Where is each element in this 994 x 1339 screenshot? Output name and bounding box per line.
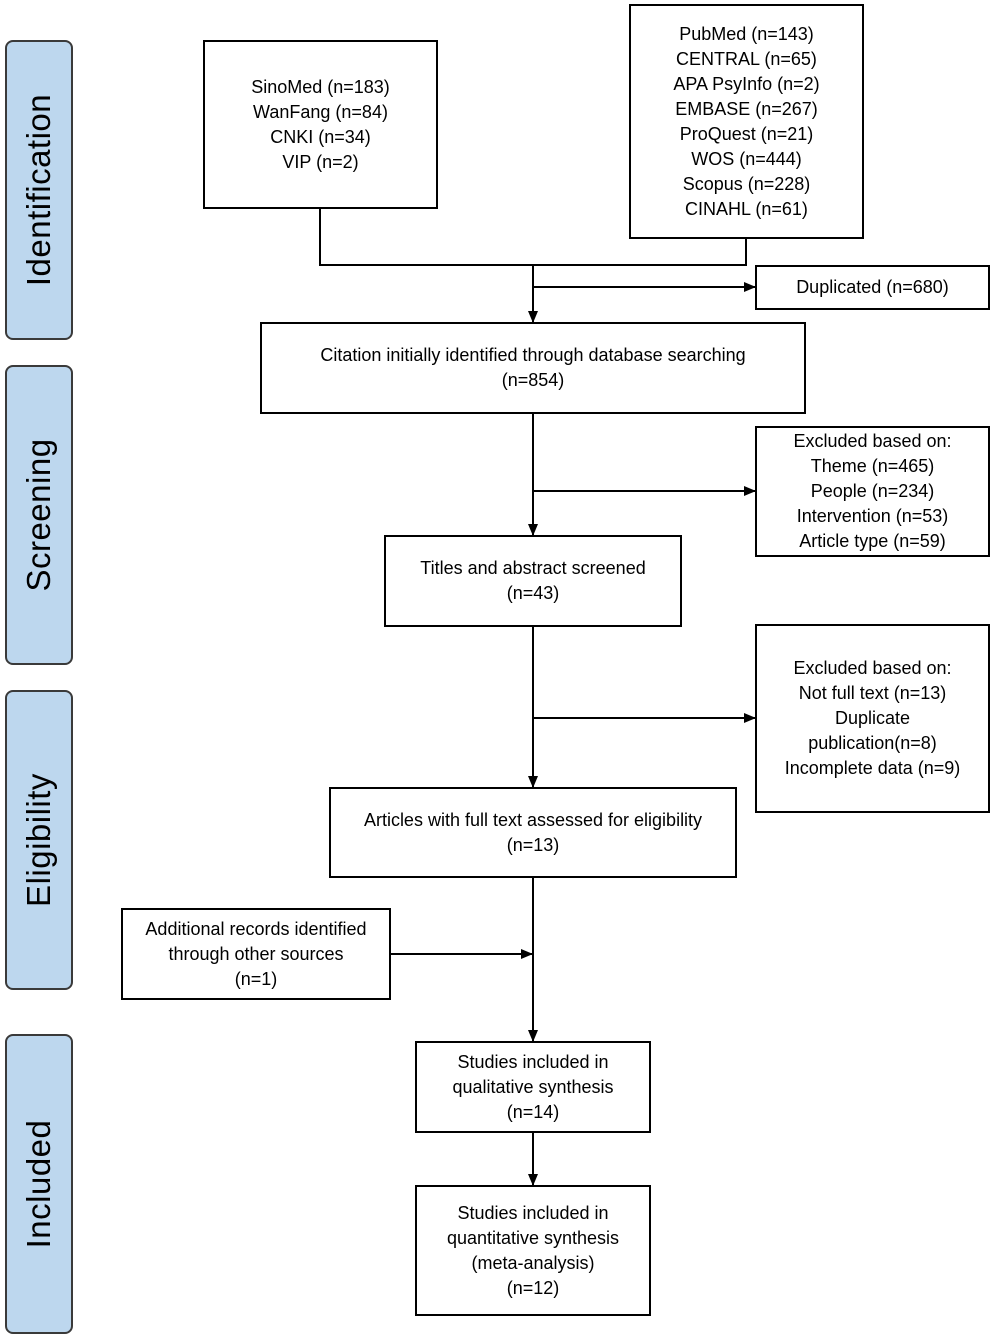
box-text: Excluded based on: bbox=[793, 431, 952, 451]
box-text: Intervention (n=53) bbox=[796, 506, 949, 526]
box-text: (meta-analysis) bbox=[471, 1252, 595, 1273]
box-text: (n=12) bbox=[506, 1277, 560, 1298]
phase-eligibility: Eligibility bbox=[5, 690, 73, 990]
box-text: (n=1) bbox=[234, 968, 278, 989]
phase-included: Included bbox=[5, 1034, 73, 1334]
box-text: quantitative synthesis bbox=[446, 1227, 620, 1248]
box-text: publication(n=8) bbox=[808, 733, 937, 753]
english-databases-box: PubMed (n=143) CENTRAL (n=65) APA PsyInf… bbox=[629, 4, 864, 239]
duplicated-box: Duplicated (n=680) bbox=[755, 265, 990, 310]
box-text: Article type (n=59) bbox=[799, 531, 946, 551]
box-text: Titles and abstract screened bbox=[420, 558, 646, 578]
box-text: APA PsyInfo (n=2) bbox=[673, 73, 820, 94]
box-text: Scopus (n=228) bbox=[682, 173, 811, 194]
box-text: Studies included in bbox=[457, 1051, 609, 1072]
box-text: Theme (n=465) bbox=[810, 456, 935, 476]
box-text: qualitative synthesis bbox=[452, 1076, 614, 1097]
box-text: (n=13) bbox=[506, 834, 560, 855]
box-text: Incomplete data (n=9) bbox=[784, 758, 961, 778]
box-text: EMBASE (n=267) bbox=[675, 98, 818, 119]
box-text: VIP (n=2) bbox=[282, 151, 359, 172]
box-text: (n=14) bbox=[506, 1101, 560, 1122]
qualitative-synthesis-box: Studies included in qualitative synthesi… bbox=[415, 1041, 651, 1133]
box-text: Duplicated (n=680) bbox=[796, 277, 949, 297]
box-text: WOS (n=444) bbox=[691, 148, 802, 169]
box-text: Additional records identified bbox=[145, 918, 367, 939]
box-text: WanFang (n=84) bbox=[253, 101, 388, 122]
box-text: (n=43) bbox=[506, 583, 560, 603]
box-text: People (n=234) bbox=[810, 481, 935, 501]
quantitative-synthesis-box: Studies included in quantitative synthes… bbox=[415, 1185, 651, 1316]
phase-identification: Identification bbox=[5, 40, 73, 340]
phase-screening: Screening bbox=[5, 365, 73, 665]
box-text: CINAHL (n=61) bbox=[685, 198, 808, 219]
box-text: Articles with full text assessed for eli… bbox=[363, 809, 703, 830]
identified-box: Citation initially identified through da… bbox=[260, 322, 806, 414]
full-text-box: Articles with full text assessed for eli… bbox=[329, 787, 737, 878]
excluded-eligibility-box: Excluded based on: Not full text (n=13) … bbox=[755, 624, 990, 813]
box-text: through other sources bbox=[168, 943, 344, 964]
box-text: ProQuest (n=21) bbox=[679, 123, 814, 144]
box-text: Citation initially identified through da… bbox=[320, 345, 746, 365]
additional-records-box: Additional records identified through ot… bbox=[121, 908, 391, 1000]
box-text: Duplicate bbox=[834, 708, 911, 728]
box-text: PubMed (n=143) bbox=[679, 23, 814, 44]
box-text: Not full text (n=13) bbox=[798, 683, 947, 703]
box-text: CENTRAL (n=65) bbox=[676, 48, 817, 69]
box-text: (n=854) bbox=[501, 370, 565, 390]
chinese-databases-box: SinoMed (n=183) WanFang (n=84) CNKI (n=3… bbox=[203, 40, 438, 209]
box-text: CNKI (n=34) bbox=[270, 126, 371, 147]
box-text: Excluded based on: bbox=[793, 658, 952, 678]
excluded-screening-box: Excluded based on: Theme (n=465) People … bbox=[755, 426, 990, 557]
box-text: Studies included in bbox=[457, 1202, 609, 1223]
screened-box: Titles and abstract screened (n=43) bbox=[384, 535, 682, 627]
box-text: SinoMed (n=183) bbox=[251, 76, 390, 97]
